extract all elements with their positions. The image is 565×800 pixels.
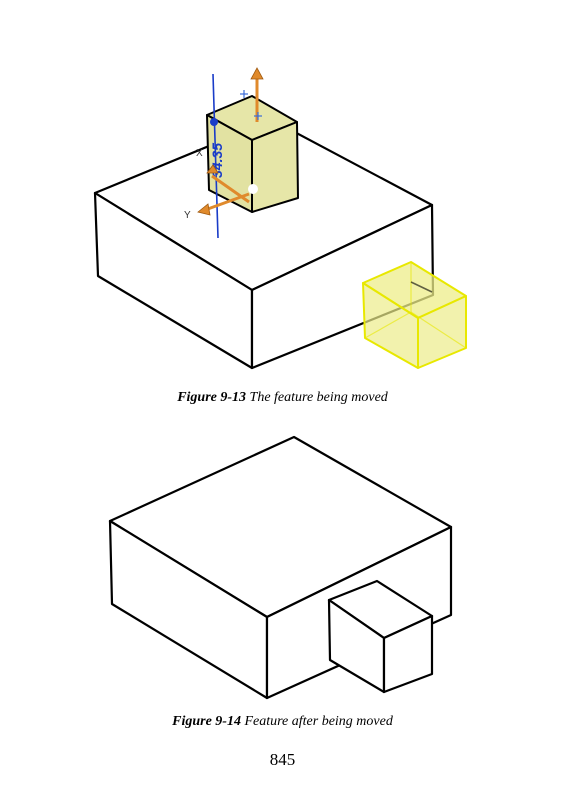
figure-number: Figure 9-14 <box>172 714 241 729</box>
axis-x-label: X <box>196 148 203 159</box>
figure-9-14-caption: Figure 9-14 Feature after being moved <box>0 714 565 730</box>
triad-z-arrow-icon[interactable] <box>250 67 264 80</box>
reference-points <box>240 90 262 120</box>
feature-moving-drawing: 34.35 X Y <box>93 67 467 370</box>
figure-number: Figure 9-13 <box>177 390 247 405</box>
page-number: 845 <box>269 750 296 769</box>
dimension-line <box>212 73 219 239</box>
move-triad[interactable] <box>197 67 264 216</box>
preview-cube <box>362 261 467 369</box>
figure-caption-text: Feature after being moved <box>244 714 393 729</box>
dimension-handle[interactable] <box>210 118 218 126</box>
figure-9-13-caption: Figure 9-13 The feature being moved <box>0 390 565 406</box>
triad-origin[interactable] <box>248 184 258 194</box>
figure-9-14-image <box>0 430 565 710</box>
axis-y-label: Y <box>184 210 191 221</box>
figure-9-13-image: 34.35 X Y <box>0 60 565 380</box>
triad-y-arrow-icon[interactable] <box>197 203 211 216</box>
triad-x-arrow-icon[interactable] <box>206 164 219 174</box>
figure-caption-text: The feature being moved <box>249 390 388 405</box>
moved-feature-cube <box>327 579 434 694</box>
feature-moved-drawing <box>108 435 453 700</box>
